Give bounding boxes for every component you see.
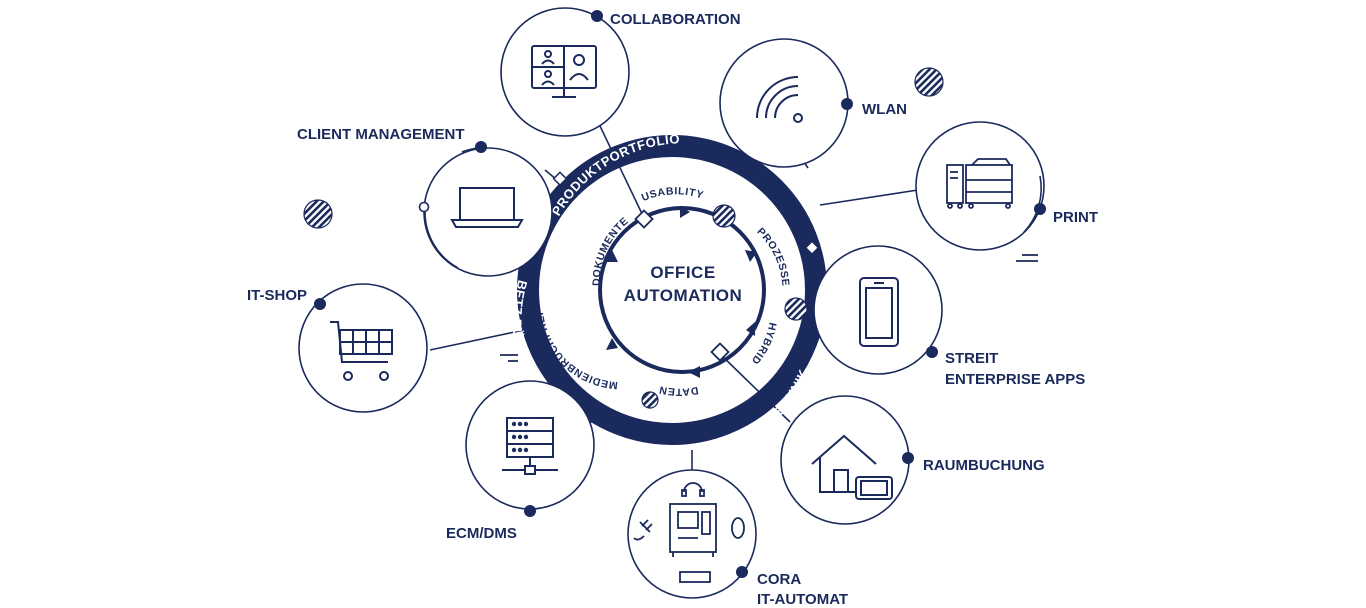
hatched-dots — [303, 67, 944, 409]
label-enterprise-apps: ENTERPRISE APPS — [945, 371, 1085, 388]
node-ecm-dms[interactable]: ECM/DMS — [446, 380, 595, 542]
portfolio-ring — [517, 135, 827, 445]
label-it-shop: IT-SHOP — [247, 287, 307, 304]
dash-decorations — [500, 254, 1038, 362]
smartphone-icon — [859, 277, 899, 347]
node-print[interactable]: PRINT — [915, 121, 1098, 251]
inner-label-daten: DATEN — [658, 383, 700, 398]
label-it-automat: IT-AUTOMAT — [757, 591, 848, 608]
ring-label-produktportfolio: PRODUKTPORTFOLIO — [548, 131, 680, 218]
laptop-icon — [450, 187, 524, 228]
server-icon — [502, 417, 558, 475]
label-cora: CORA — [757, 571, 801, 588]
node-streit-enterprise-apps[interactable]: STREIT ENTERPRISE APPS — [813, 245, 1085, 388]
cycle-arrows — [606, 206, 757, 378]
label-raumbuchung: RAUMBUCHUNG — [923, 457, 1045, 474]
node-client-management[interactable]: CLIENT MANAGEMENT — [297, 126, 553, 277]
label-client-management: CLIENT MANAGEMENT — [297, 126, 465, 143]
center-title-line2: AUTOMATION — [624, 286, 743, 305]
cycle-diamonds — [634, 209, 730, 362]
video-conference-icon — [531, 45, 597, 98]
label-print: PRINT — [1053, 209, 1098, 226]
vending-machine-icon — [633, 482, 745, 583]
node-cora-it-automat[interactable]: CORA IT-AUTOMAT — [627, 469, 848, 608]
node-it-shop[interactable]: IT-SHOP — [247, 283, 428, 413]
house-tablet-icon — [811, 434, 893, 500]
label-ecm-dms: ECM/DMS — [446, 525, 517, 542]
label-collaboration: COLLABORATION — [610, 11, 741, 28]
shopping-cart-icon — [330, 321, 393, 381]
label-wlan: WLAN — [862, 101, 907, 118]
ring-diamonds — [552, 171, 820, 256]
wifi-icon — [756, 76, 803, 123]
node-raumbuchung[interactable]: RAUMBUCHUNG — [780, 395, 1045, 525]
node-collaboration[interactable]: COLLABORATION — [500, 7, 741, 137]
center-title-line1: OFFICE — [650, 263, 715, 282]
printer-icon — [946, 158, 1013, 209]
inner-label-prozesse: PROZESSE — [755, 225, 792, 286]
node-wlan[interactable]: WLAN — [719, 38, 907, 168]
label-streit: STREIT — [945, 350, 998, 367]
inner-label-usability: USABILITY — [640, 185, 705, 204]
